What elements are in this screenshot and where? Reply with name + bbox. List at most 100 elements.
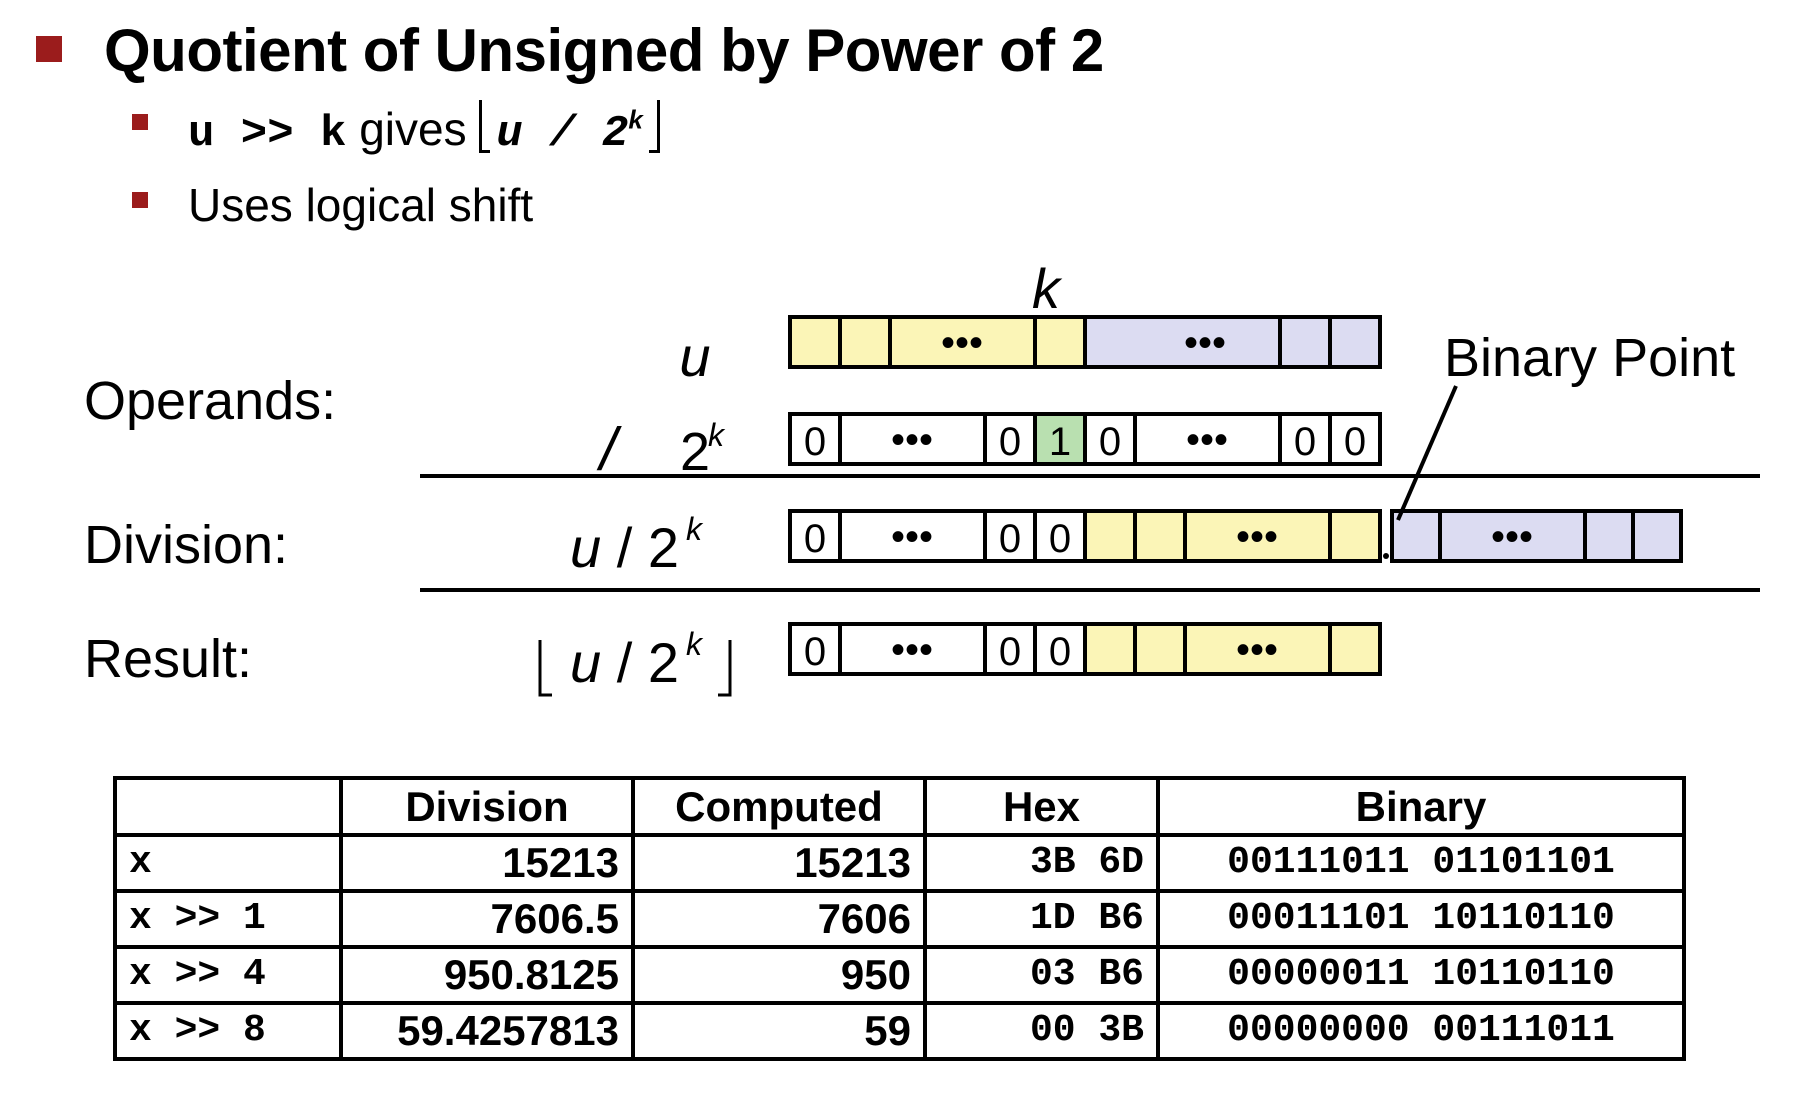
- result-cell-ellipsis-1: [838, 622, 987, 676]
- hex-value: 3B 6D: [923, 833, 1160, 893]
- u-cell-high-3: [1033, 315, 1087, 369]
- division-cell-high-3: [1328, 509, 1382, 563]
- divisor-digit-3: 0: [1099, 420, 1121, 464]
- division-value: 7606.5: [339, 889, 635, 949]
- result-cell-high-3: [1328, 622, 1382, 676]
- table-row: x >> 4 950.8125 950 03 B6 00000011 10110…: [113, 945, 1686, 1005]
- computed-value: 15213: [631, 833, 927, 893]
- binary-point-pointer: [1396, 385, 1458, 521]
- binary-point-dot: [1383, 553, 1389, 559]
- u-ellipsis-high: •••: [941, 321, 983, 365]
- header-empty: [113, 776, 343, 837]
- result-digit-1: 0: [804, 630, 826, 674]
- bullet-marker-2: [132, 192, 148, 208]
- fraction-cell-3: [1631, 509, 1683, 563]
- result-digit-3: 0: [1049, 630, 1071, 674]
- floor-formula: u / 2: [496, 109, 629, 159]
- two-power-base: 2: [680, 422, 710, 482]
- two-power-exponent: k: [708, 417, 726, 453]
- u-bit-vector: [788, 315, 1382, 369]
- row-label: x >> 4: [113, 945, 343, 1005]
- floor-right-bracket: [648, 100, 660, 153]
- header-binary: Binary: [1156, 776, 1686, 837]
- table-row: x 15213 15213 3B 6D 00111011 01101101: [113, 833, 1686, 893]
- computed-value: 7606: [631, 889, 927, 949]
- result-floor-left: [538, 640, 552, 697]
- binary-value: 00111011 01101101: [1156, 833, 1686, 893]
- computed-value: 59: [631, 1001, 927, 1061]
- result-label: Result:: [84, 629, 253, 689]
- divisor-cell-3: [1083, 412, 1137, 466]
- division-cell-ellipsis-1: [838, 509, 987, 563]
- row-label: x: [113, 833, 343, 893]
- table-header-row: Division Computed Hex Binary: [113, 776, 1686, 837]
- k-label: k: [1032, 257, 1063, 320]
- binary-value: 00000000 00111011: [1156, 1001, 1686, 1061]
- result-ellipsis-high: •••: [1236, 628, 1278, 672]
- divisor-digit-5: 0: [1344, 420, 1366, 464]
- divisor-cell-5: [1328, 412, 1382, 466]
- u-cell-low-1: [1278, 315, 1332, 369]
- floor-u-div-expr: u / 2: [570, 631, 679, 694]
- result-cell-3: [1033, 622, 1087, 676]
- table-row: x >> 8 59.4257813 59 00 3B 00000000 0011…: [113, 1001, 1686, 1061]
- shift-diagram: k u / 2 k u / 2 k u / 2 k ••• ••• 0 ••• …: [420, 257, 1760, 697]
- divisor-digit-1: 0: [804, 420, 826, 464]
- title-bullet: [36, 36, 62, 62]
- division-ellipsis-1: •••: [891, 515, 933, 559]
- fraction-ellipsis: •••: [1491, 515, 1533, 559]
- divisor-cell-one: [1033, 412, 1087, 466]
- hex-value: 03 B6: [923, 945, 1160, 1005]
- divisor-cell-ellipsis-1: [838, 412, 987, 466]
- divisor-digit-2: 0: [999, 420, 1021, 464]
- u-div-exponent: k: [686, 511, 704, 547]
- header-computed: Computed: [631, 776, 927, 837]
- floor-formula-exponent: k: [628, 104, 643, 135]
- shift-code: u >> k: [188, 109, 347, 159]
- shift-examples-table: Division Computed Hex Binary x 15213 152…: [113, 776, 1686, 1061]
- fraction-cell-2: [1583, 509, 1635, 563]
- operands-label: Operands:: [84, 371, 337, 431]
- result-cell-high-1: [1083, 622, 1137, 676]
- divisor-digit-one: 1: [1049, 420, 1071, 464]
- u-ellipsis-low: •••: [1184, 321, 1226, 365]
- division-value: 59.4257813: [339, 1001, 635, 1061]
- bullet-shift-gives-floor: u >> k gives u / 2k: [188, 100, 660, 160]
- division-cell-high-1: [1083, 509, 1137, 563]
- divisor-cell-2: [983, 412, 1037, 466]
- floor-u-div-exponent: k: [686, 626, 704, 662]
- hex-value: 00 3B: [923, 1001, 1160, 1061]
- binary-value: 00011101 10110110: [1156, 889, 1686, 949]
- divisor-cell-ellipsis-2: [1133, 412, 1282, 466]
- bullet-logical-shift: Uses logical shift: [188, 179, 534, 231]
- bullet-marker-1: [132, 114, 148, 130]
- u-cell-high-2: [838, 315, 892, 369]
- divisor-digit-4: 0: [1294, 420, 1316, 464]
- divisor-ellipsis-1: •••: [891, 418, 933, 462]
- hex-value: 1D B6: [923, 889, 1160, 949]
- division-digit-1: 0: [804, 517, 826, 561]
- row-label: x >> 1: [113, 889, 343, 949]
- result-ellipsis-1: •••: [891, 628, 933, 672]
- gives-text: gives: [359, 103, 467, 155]
- division-bit-vector: [788, 509, 1683, 563]
- u-cell-low-2: [1328, 315, 1382, 369]
- binary-point-label: Binary Point: [1444, 328, 1735, 388]
- divisor-cell-4: [1278, 412, 1332, 466]
- divisor-ellipsis-2: •••: [1186, 418, 1228, 462]
- result-digit-2: 0: [999, 630, 1021, 674]
- division-label: Division:: [84, 515, 289, 575]
- header-division: Division: [339, 776, 635, 837]
- floor-left-bracket: [479, 100, 491, 153]
- u-cell-low-ellipsis: [1083, 315, 1282, 369]
- divisor-bit-vector: [788, 412, 1382, 466]
- division-value: 950.8125: [339, 945, 635, 1005]
- u-div-expr: u / 2: [570, 516, 679, 579]
- result-floor-right: [718, 640, 732, 697]
- division-digit-3: 0: [1049, 517, 1071, 561]
- row-label: x >> 8: [113, 1001, 343, 1061]
- result-cell-high-2: [1133, 622, 1187, 676]
- divide-slash: /: [596, 416, 622, 483]
- page-title: Quotient of Unsigned by Power of 2: [104, 17, 1104, 84]
- result-bit-vector: [788, 622, 1382, 676]
